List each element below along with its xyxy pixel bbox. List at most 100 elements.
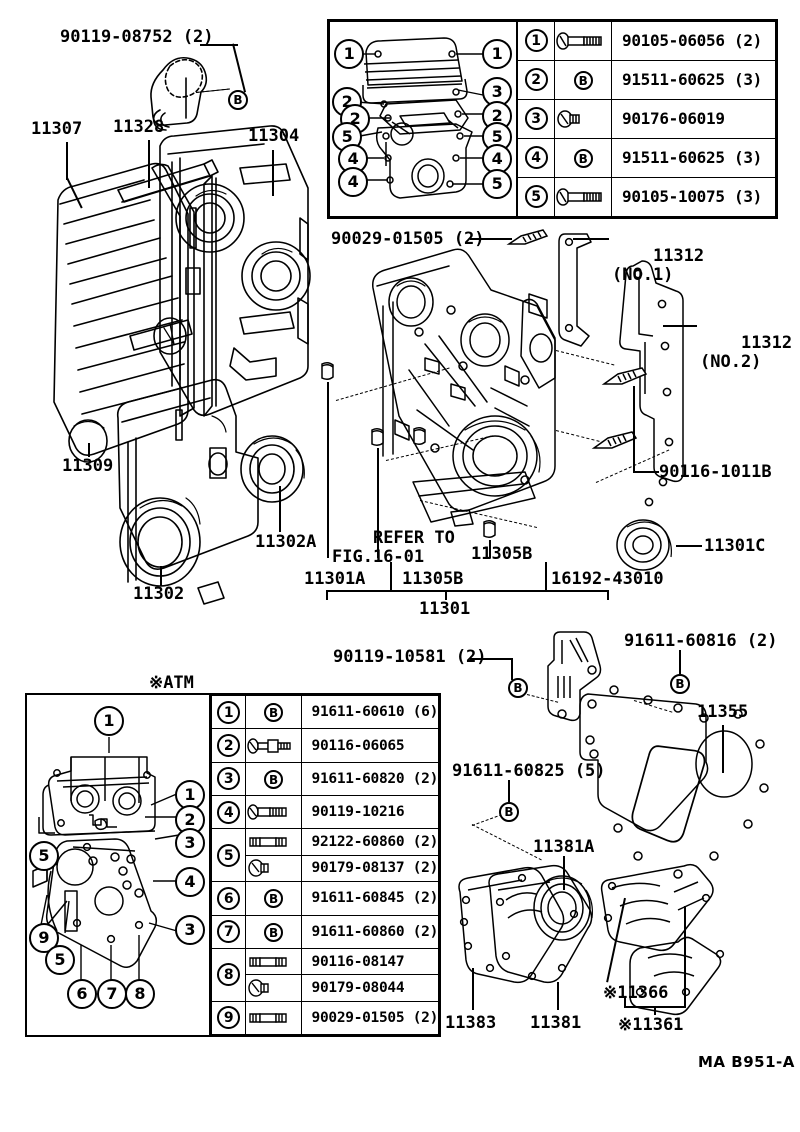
table-row-icon [554, 21, 612, 61]
atm-callout-4-right: 4 [175, 867, 205, 897]
table-row-part-number: 90029-01505 (2) [300, 1000, 440, 1036]
dowel-pin-11305B-mid-art [410, 425, 430, 447]
stud-90029-01505-art [505, 228, 551, 254]
label-11305B-1: 11305B [402, 569, 464, 589]
bracket-11361-left [624, 998, 626, 1007]
leader-11381A [563, 856, 565, 890]
table-row-part-number: 90116-08147 [300, 947, 440, 976]
leader-11307 [66, 142, 68, 180]
label-11304: 11304 [248, 126, 300, 146]
label-11301C: 11301C [704, 536, 766, 556]
bolt-b-icon-90119-10581: B [508, 678, 528, 698]
table-row: 3 B 91611-60820 (2) [210, 761, 440, 797]
label-11312-no2: 11312 (NO.2) [700, 315, 792, 391]
table-row: 5 90105-10075 (3) [330, 176, 776, 218]
flywheel-housing-11355-art [574, 678, 784, 908]
label-90116-1011B: 90116-1011B [659, 462, 772, 482]
table-row-icon [554, 98, 612, 139]
label-11328: 11328 [113, 117, 165, 137]
table-row-number: 8 [210, 947, 247, 1002]
table-key-art-row: 1 1 2 3 2 2 5 5 4 4 4 5 1 [329, 21, 776, 217]
atm-diagram-box: 1 1 2 3 5 4 3 9 5 6 7 8 [25, 693, 215, 1037]
circled-number: 2 [524, 68, 548, 92]
stud-long-icon [249, 956, 287, 967]
label-11366: ※11366 [603, 983, 669, 1003]
label-11309: 11309 [62, 456, 114, 476]
table-row-part-number: 90119-10216 [300, 795, 440, 830]
table-row-icon [245, 854, 302, 883]
label-11312-no1-text: 11312 (NO.1) [612, 246, 705, 286]
oil-seal-11301C-art [613, 515, 677, 575]
leader-sep-1 [390, 562, 392, 590]
dowel-pin-11305B-lower-art [480, 518, 500, 540]
table-row-number: 3 [516, 98, 555, 139]
leader-91611-60816 [679, 650, 681, 674]
label-11312-no2-text: 11312 (NO.2) [700, 333, 793, 373]
b-circle-icon: B [573, 148, 593, 168]
atm-callout-5-left: 5 [29, 841, 59, 871]
circled-number: 6 [217, 886, 241, 910]
b-circle-icon: B [263, 703, 283, 723]
atm-callout-3-right-2: 3 [175, 915, 205, 945]
table-row-icon [245, 947, 302, 976]
table-row: 8 90116-08147 [210, 947, 440, 1002]
atm-callout-7: 7 [97, 979, 127, 1009]
table-row: 6 B 91611-60845 (2) [210, 881, 440, 916]
table-row-part-number: 90179-08044 [300, 974, 440, 1002]
table-row-part-number: 91611-60820 (2) [300, 761, 440, 797]
label-11355: 11355 [697, 702, 749, 722]
label-91611-60825: 91611-60825 (5) [452, 761, 606, 781]
label-11381A: 11381A [533, 837, 595, 857]
callout-1-right: 1 [482, 39, 512, 69]
label-atm-note: ※ATM [108, 655, 194, 712]
dowel-pin-11305B-left-art [368, 426, 388, 448]
table-row: 2 90116-06065 [210, 728, 440, 763]
bottom-parts-table: 1 B 91611-60610 (6) 2 90116-06065 [209, 693, 441, 1037]
circled-number: 1 [217, 700, 241, 724]
leader-11302 [160, 566, 162, 586]
label-11305B-2: 11305B [471, 544, 533, 564]
circled-number: 7 [217, 920, 241, 944]
table-row-number: 1 [210, 694, 247, 730]
gasket-11312-no1-art [555, 228, 607, 348]
circled-number: 4 [524, 146, 548, 170]
b-circle-icon: B [263, 769, 283, 789]
oil-seal-11302A-art [240, 435, 305, 503]
leader-11301A [327, 382, 329, 558]
dowel-pin-11301A-art [318, 360, 338, 382]
circled-number: 5 [217, 843, 241, 867]
table-row: 90179-08044 [212, 974, 440, 1002]
table-row-number: 5 [210, 828, 247, 883]
table-row-part-number: 91511-60625 (3) [611, 59, 776, 100]
table-row-part-number: 90176-06019 [611, 98, 776, 139]
label-11381: 11381 [530, 1013, 582, 1033]
callout-1-left: 1 [334, 39, 364, 69]
circled-number: 5 [524, 185, 548, 209]
leader-11361-v [684, 906, 686, 1006]
table-row-icon [245, 728, 302, 763]
leader-11305B-lower [489, 540, 491, 558]
top-parts-table: 1 1 2 3 2 2 5 5 4 4 4 5 1 [327, 19, 778, 219]
table-row: 7 B 91611-60860 (2) [210, 914, 440, 949]
key-diagram-cell: 1 1 2 3 2 2 5 5 4 4 4 5 [330, 24, 516, 214]
bracket-11361-tick [654, 1006, 656, 1015]
timing-belt-cover-outer-art [53, 162, 195, 456]
table-row: 90179-08137 (2) [212, 854, 440, 883]
label-11361: ※11361 [618, 1015, 684, 1035]
label-11383: 11383 [445, 1013, 497, 1033]
atm-callout-5-left-2: 5 [45, 945, 75, 975]
label-90119-10581: 90119-10581 (2) [333, 647, 487, 667]
leader-11381 [557, 982, 559, 1010]
table-row: 3 90176-06019 [330, 98, 776, 139]
table-row: 5 92122-60860 (2) [210, 828, 440, 883]
table-row: 9 90029-01505 (2) [210, 1000, 440, 1036]
gasket-11312-no2-art [615, 258, 685, 528]
b-circle-icon: B [573, 70, 593, 90]
table-row-part-number: 91511-60625 (3) [611, 137, 776, 178]
table-row-part-number: 90105-10075 (3) [611, 176, 776, 218]
leader-90116-1011B-h [633, 471, 659, 473]
b-circle-icon: B [263, 889, 283, 909]
bracket-11301-mid [445, 590, 447, 600]
table-row-icon: B [245, 694, 302, 730]
